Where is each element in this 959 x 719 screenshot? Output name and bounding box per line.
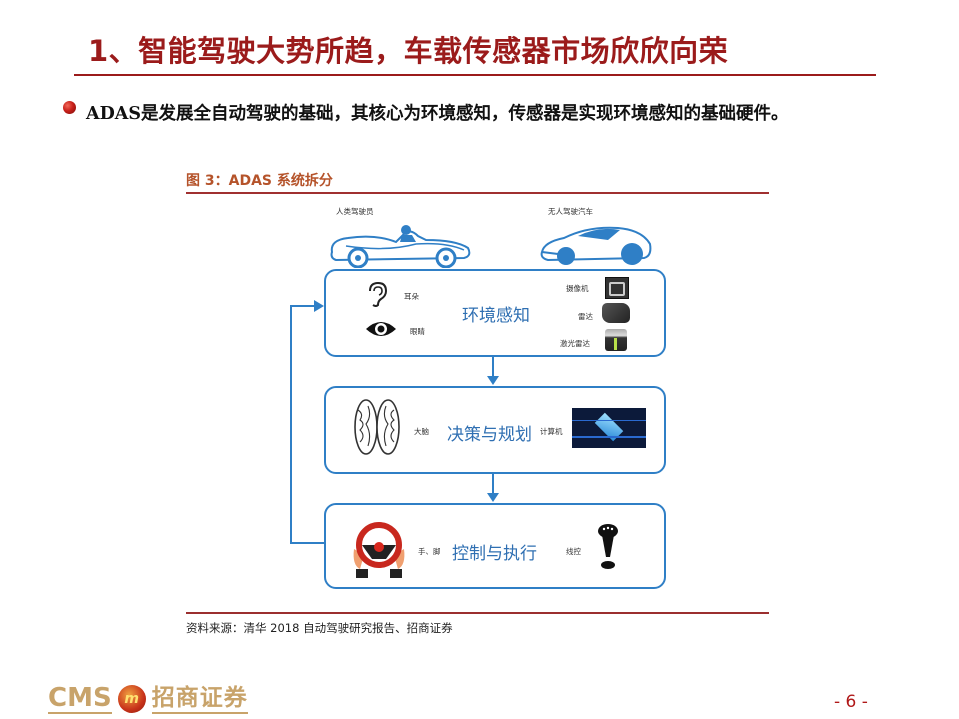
autonomous-car-label: 无人驾驶汽车 [548,207,593,216]
brain-icon [354,399,400,455]
lidar-icon [605,329,627,351]
chip-icon [572,408,646,448]
sports-car-icon [540,226,652,265]
feedback-line-bottom [290,542,324,544]
control-title: 控制与执行 [452,544,537,564]
logo-text-cn: 招商证券 [151,684,248,714]
arrow-down-icon [487,493,499,502]
flow-line [492,472,494,498]
perception-title: 环境感知 [462,306,530,326]
bullet-icon [63,101,76,114]
decision-title: 决策与规划 [447,425,532,445]
feedback-line-top [290,305,318,307]
logo-badge-icon: m [117,685,146,713]
eye-icon [366,322,396,336]
camera-label: 摄像机 [566,284,589,293]
ear-icon [369,281,388,307]
figure-title: 图 3：ADAS 系统拆分 [186,173,333,189]
perception-box: 耳朵 眼睛 环境感知 摄像机 雷达 激光雷达 [324,269,666,357]
source-divider [186,612,769,614]
human-driver-label: 人类驾驶员 [336,207,374,216]
slide-title: 1、智能驾驶大势所趋，车载传感器市场欣欣向荣 [88,34,729,68]
figure-title-divider [186,192,769,194]
figure-adas: 图 3：ADAS 系统拆分 人类驾驶员 无人驾驶汽车 耳朵 [186,170,769,635]
decision-box: 大脑 决策与规划 计算机 [324,386,666,474]
ears-label: 耳朵 [404,292,419,301]
feedback-line [290,305,292,543]
computer-label: 计算机 [540,427,563,436]
radar-icon [602,303,630,323]
arrow-down-icon [487,376,499,385]
wire-control-label: 线控 [566,547,581,556]
convertible-car-icon [330,225,471,268]
figure-source: 资料来源：清华 2018 自动驾驶研究报告、招商证券 [186,621,453,635]
camera-icon [605,277,629,299]
page-number: - 6 - [834,692,868,712]
lidar-label: 激光雷达 [560,339,590,348]
flow-line [492,355,494,381]
control-box: 手、脚 控制与执行 线控 [324,503,666,589]
company-logo: CMS m 招商证券 [48,684,248,714]
radar-label: 雷达 [578,312,593,321]
hands-feet-label: 手、脚 [418,547,441,556]
eyes-label: 眼睛 [410,327,425,336]
steering-wheel-icon [353,522,405,578]
logo-text-en: CMS [48,683,112,714]
bullet-text: ADAS是发展全自动驾驶的基础，其核心为环境感知，传感器是实现环境感知的基础硬件… [86,104,789,124]
gear-shifter-icon [598,524,618,569]
arrow-right-icon [314,300,324,312]
title-divider [74,74,876,76]
brain-label: 大脑 [414,427,429,436]
